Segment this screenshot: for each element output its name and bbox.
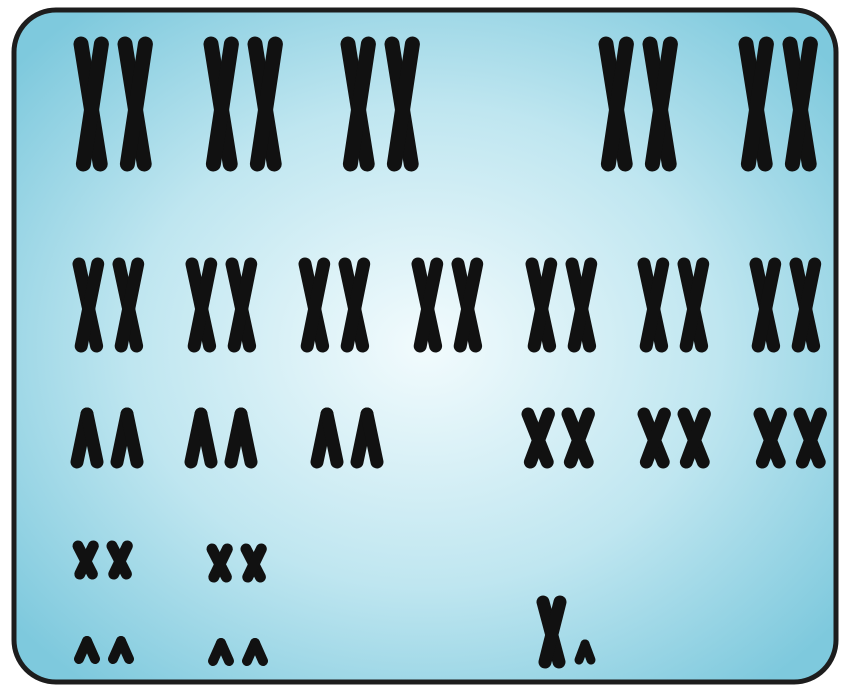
chromatid [585,644,591,660]
